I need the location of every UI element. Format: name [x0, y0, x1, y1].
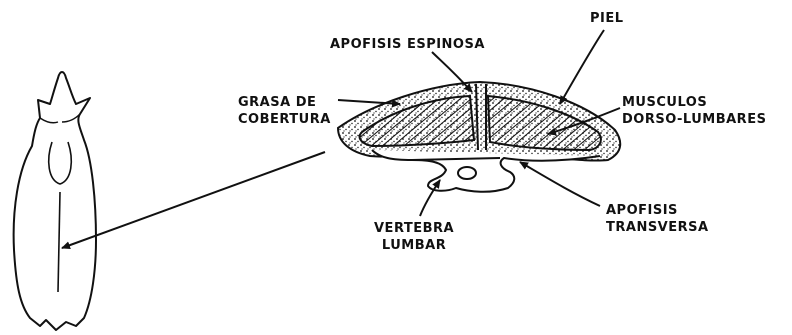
arrow-apofisis-transversa: [520, 162, 600, 206]
label-musculos-line-1: MUSCULOS: [622, 94, 766, 111]
label-vertebra-line-1: VERTEBRA: [374, 220, 454, 237]
label-grasa-line-2: COBERTURA: [238, 111, 331, 128]
label-transversa-line-1: APOFISIS: [606, 202, 709, 219]
label-grasa-de-cobertura: GRASA DE COBERTURA: [238, 94, 331, 128]
pig-top-view: [14, 72, 96, 330]
label-grasa-line-1: GRASA DE: [238, 94, 331, 111]
label-apofisis-espinosa-text: APOFISIS ESPINOSA: [330, 36, 485, 53]
label-musculos-line-2: DORSO-LUMBARES: [622, 111, 766, 128]
label-apofisis-transversa: APOFISIS TRANSVERSA: [606, 202, 709, 236]
label-piel: PIEL: [590, 10, 624, 27]
label-apofisis-espinosa: APOFISIS ESPINOSA: [330, 36, 485, 53]
label-musculos-dorso-lumbares: MUSCULOS DORSO-LUMBARES: [622, 94, 766, 128]
label-vertebra-lumbar: VERTEBRA LUMBAR: [374, 220, 454, 254]
label-piel-text: PIEL: [590, 10, 624, 27]
loin-pointer-arrow: [62, 152, 325, 248]
label-vertebra-line-2: LUMBAR: [374, 237, 454, 254]
label-transversa-line-2: TRANSVERSA: [606, 219, 709, 236]
arrow-piel: [560, 30, 604, 104]
vertebra-outline: [372, 150, 600, 192]
cross-section: [338, 82, 620, 192]
